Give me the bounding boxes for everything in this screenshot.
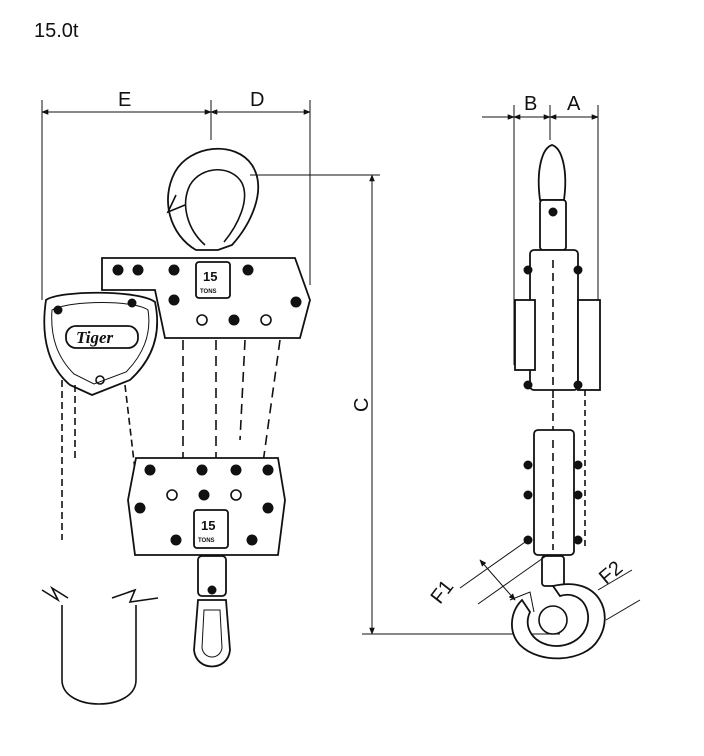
label-b: B bbox=[524, 93, 537, 115]
lower-block-side bbox=[523, 429, 583, 556]
chain-side bbox=[552, 390, 586, 550]
upper-capacity-unit: TONS bbox=[200, 289, 217, 295]
label-c: C bbox=[351, 398, 373, 412]
hand-wheel-housing: Tiger bbox=[43, 291, 159, 396]
tiger-logo: Tiger bbox=[76, 328, 114, 347]
bottom-hook-front bbox=[193, 555, 231, 668]
dimension-b-a: B A bbox=[482, 93, 599, 385]
front-view: E D 15 TONS bbox=[41, 89, 380, 705]
bottom-hook-side bbox=[509, 555, 606, 660]
lower-capacity-number: 15 bbox=[201, 518, 215, 533]
label-a: A bbox=[567, 93, 581, 115]
label-e: E bbox=[118, 89, 131, 111]
top-hook-side bbox=[537, 144, 567, 251]
lower-capacity-unit: TONS bbox=[198, 538, 215, 544]
load-chain bbox=[182, 339, 281, 471]
label-f1: F1 bbox=[427, 576, 459, 608]
dimension-c: C bbox=[351, 174, 560, 635]
lower-block: 15 TONS bbox=[127, 457, 286, 556]
upper-housing-side bbox=[514, 249, 601, 400]
label-d: D bbox=[250, 89, 264, 111]
capacity-title: 15.0t bbox=[34, 20, 79, 42]
upper-block: 15 TONS bbox=[101, 257, 311, 339]
upper-capacity-number: 15 bbox=[203, 269, 217, 284]
hand-chain bbox=[41, 380, 159, 705]
side-view: B A bbox=[427, 93, 641, 660]
top-hook bbox=[166, 147, 380, 251]
label-f2: F2 bbox=[595, 557, 627, 589]
dimension-e-d: E D bbox=[41, 89, 311, 300]
